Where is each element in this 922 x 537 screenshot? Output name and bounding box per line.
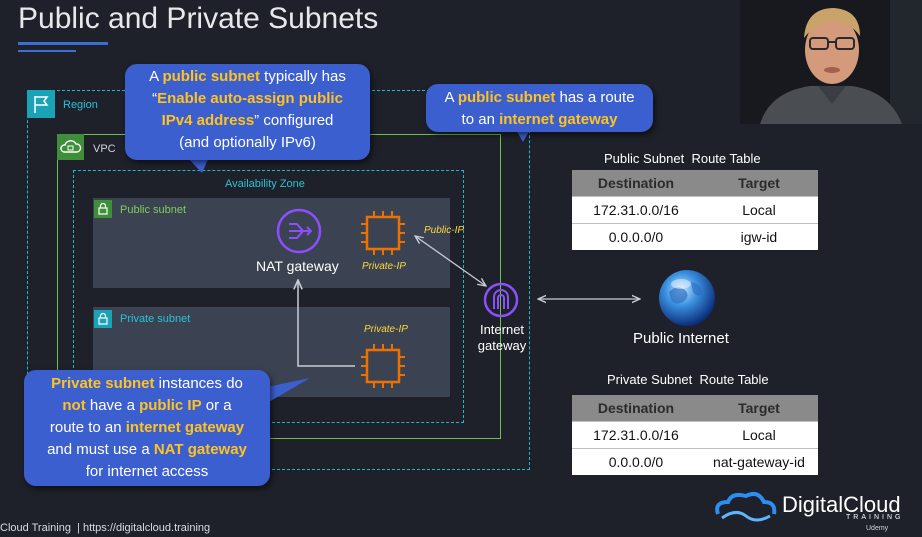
target-cell: igw-id xyxy=(699,223,818,250)
availability-zone-label: Availability Zone xyxy=(225,178,305,190)
private-subnet-label: Private subnet xyxy=(120,313,191,325)
private-to-nat-arrow xyxy=(298,280,355,367)
slide-title: Public and Private Subnets xyxy=(18,2,379,35)
title-underline-short xyxy=(18,50,76,52)
presenter-webcam xyxy=(740,0,922,124)
lock-icon xyxy=(94,310,112,328)
destination-cell: 0.0.0.0/0 xyxy=(572,448,700,475)
target-cell: Local xyxy=(699,196,818,224)
destination-cell: 172.31.0.0/16 xyxy=(572,421,700,449)
destination-cell: 172.31.0.0/16 xyxy=(572,196,700,224)
lock-icon xyxy=(94,200,112,218)
column-header-destination: Destination xyxy=(572,170,700,197)
column-header-destination: Destination xyxy=(572,395,700,422)
private-ip-label: Private-IP xyxy=(362,261,406,272)
private-ip-label: Private-IP xyxy=(364,324,408,335)
target-cell: Local xyxy=(699,421,818,449)
public-ip-label: Public-IP xyxy=(424,225,465,236)
column-header-target: Target xyxy=(699,395,818,422)
digitalcloud-logo-icon xyxy=(712,490,778,524)
ec2-instance-icon xyxy=(357,207,409,259)
udemy-watermark: Udemy xyxy=(866,525,889,532)
region-label: Region xyxy=(63,99,98,111)
table-row: 0.0.0.0/0 igw-id xyxy=(572,223,818,250)
nat-gateway-label: NAT gateway xyxy=(256,258,339,274)
column-header-target: Target xyxy=(699,170,818,197)
vpc-label: VPC xyxy=(93,143,116,155)
internet-gateway-label-line1: Internet xyxy=(479,322,525,337)
footer-text: Cloud Training | https://digitalcloud.tr… xyxy=(0,522,211,534)
ec2-instance-icon xyxy=(357,340,409,392)
callout-pointer xyxy=(262,378,310,406)
table-row: 0.0.0.0/0 nat-gateway-id xyxy=(572,448,818,475)
internet-gateway-icon xyxy=(483,282,519,318)
public-subnet xyxy=(93,198,450,288)
internet-gateway-label: Internet gateway xyxy=(471,322,533,354)
table-row: 172.31.0.0/16 Local xyxy=(572,421,818,449)
nat-gateway-icon xyxy=(275,207,323,255)
globe-icon xyxy=(657,268,717,328)
public-internet-label: Public Internet xyxy=(633,330,729,347)
target-cell: nat-gateway-id xyxy=(699,448,818,475)
flag-icon xyxy=(27,90,55,118)
table-row: 172.31.0.0/16 Local xyxy=(572,196,818,224)
callout-public-subnet-autoassign: A public subnet typically has “Enable au… xyxy=(125,64,370,160)
private-route-table-title: Private Subnet Route Table xyxy=(607,372,769,387)
callout-public-subnet-route: A public subnet has a route to an intern… xyxy=(426,84,653,132)
destination-cell: 0.0.0.0/0 xyxy=(572,223,700,250)
brand-name: DigitalCloud xyxy=(782,492,901,517)
brand-subtitle: TRAINING xyxy=(846,514,904,521)
internet-gateway-label-line2: gateway xyxy=(477,338,527,353)
private-route-table: Destination Target 172.31.0.0/16 Local 0… xyxy=(572,395,818,475)
public-route-table: Destination Target 172.31.0.0/16 Local 0… xyxy=(572,170,818,250)
public-instance-to-igw-arrow xyxy=(415,236,486,286)
cloud-icon xyxy=(57,134,84,160)
callout-private-subnet: Private subnet instances do not have a p… xyxy=(24,370,270,486)
public-route-table-title: Public Subnet Route Table xyxy=(604,151,761,166)
title-underline xyxy=(18,42,108,45)
public-subnet-label: Public subnet xyxy=(120,204,187,216)
